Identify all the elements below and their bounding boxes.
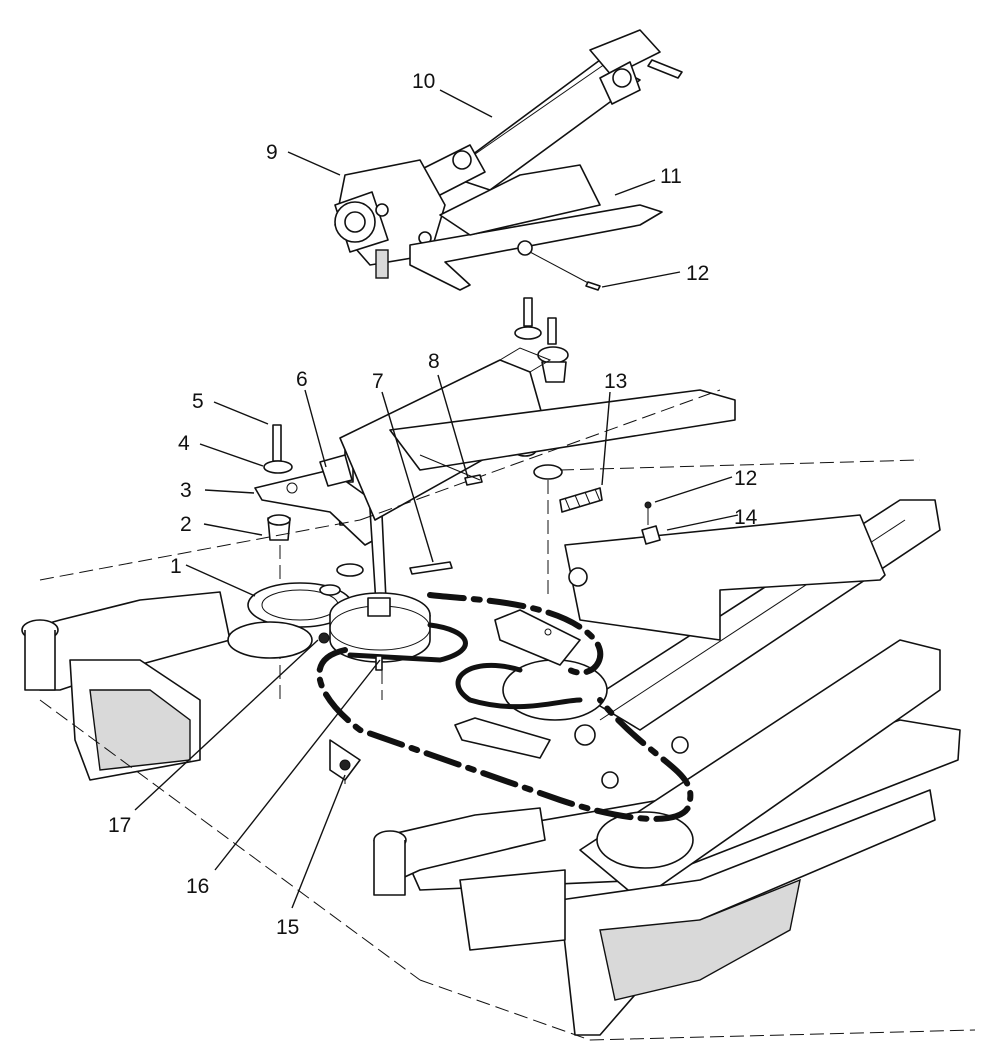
idler-parts xyxy=(318,454,689,789)
callout-5: 5 xyxy=(192,390,204,413)
callout-9: 9 xyxy=(266,141,278,164)
callout-7: 7 xyxy=(372,370,384,393)
callout-14: 14 xyxy=(734,506,758,529)
drive-belt xyxy=(316,592,694,822)
pulleys xyxy=(227,582,694,869)
deck-outline xyxy=(39,389,976,1041)
mower-frame xyxy=(21,347,961,1036)
callout-12-right: 12 xyxy=(734,467,757,490)
callout-17: 17 xyxy=(108,814,131,837)
callout-16: 16 xyxy=(186,875,209,898)
callout-4: 4 xyxy=(178,432,190,455)
callout-2: 2 xyxy=(180,513,192,536)
callout-15: 15 xyxy=(276,916,299,939)
callout-1: 1 xyxy=(170,555,182,578)
gearbox-assembly xyxy=(334,29,683,291)
callout-13: 13 xyxy=(604,370,627,393)
callout-11: 11 xyxy=(660,165,682,188)
callout-6: 6 xyxy=(296,368,308,391)
callout-8: 8 xyxy=(428,350,440,373)
callout-labels: 1 2 3 4 5 6 7 8 9 10 11 12 12 13 14 15 1… xyxy=(108,70,758,939)
callout-10: 10 xyxy=(412,70,435,93)
leader-lines xyxy=(134,89,739,909)
callout-3: 3 xyxy=(180,479,192,502)
callout-12-top: 12 xyxy=(686,262,709,285)
